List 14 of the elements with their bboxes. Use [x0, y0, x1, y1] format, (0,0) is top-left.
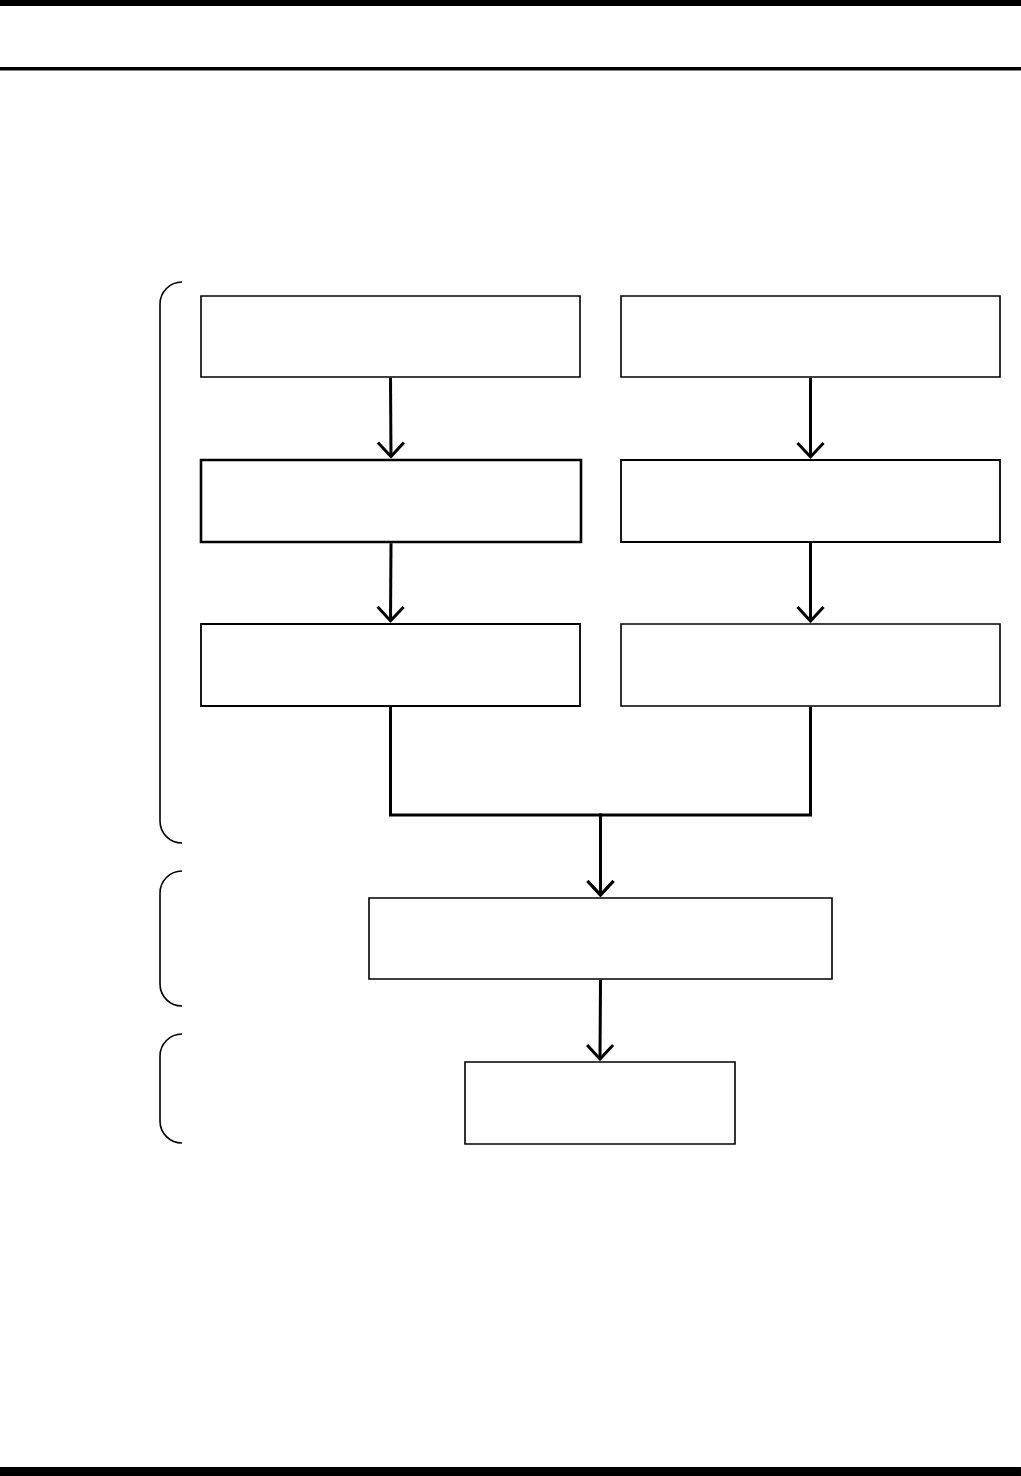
process-box — [200, 623, 581, 707]
process-box — [199, 458, 583, 544]
arrow — [376, 543, 405, 624]
process-box — [620, 295, 1001, 378]
process-box — [620, 623, 1001, 707]
process-box — [620, 459, 1001, 543]
process-box — [368, 897, 833, 980]
arrow — [796, 542, 825, 624]
process-box — [464, 1061, 736, 1145]
arrow — [376, 377, 405, 459]
arrow — [796, 377, 825, 460]
arrow — [586, 979, 615, 1062]
arrow — [586, 706, 812, 898]
process-box — [200, 295, 581, 378]
